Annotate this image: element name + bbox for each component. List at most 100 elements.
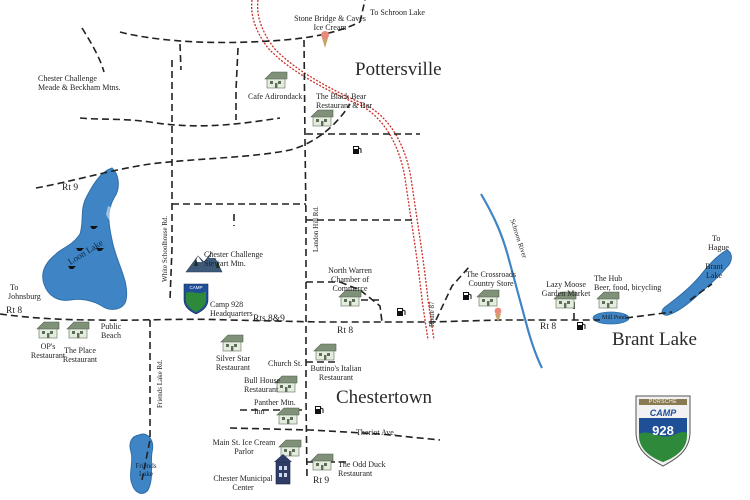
route-label-rt9-north: Rt 9 [62,183,79,193]
route-label-rt8-mid: Rt 8 [337,326,354,336]
place-silver-star: Silver Star Restaurant [210,354,256,372]
cafe-adirondack-house [264,71,288,89]
place-ops-line2: Restaurant [30,351,66,360]
place-municipal-center: Chester Municipal Center [212,474,274,492]
place-odd-duck-line1: The Odd Duck [338,460,386,469]
place-stewart-line1: Chester Challenge [204,250,263,259]
route-label-rt8-9: Rts 8&9 [253,314,285,324]
place-the-hub: The Hub Beer, food, bicycling [594,274,661,292]
camp928-logo [635,395,691,467]
black-bear-house [310,109,334,127]
camp928-hq-badge [183,283,209,315]
place-black-bear-line1: The Black Bear [316,92,367,101]
route-label-rt8-east: Rt 8 [540,322,557,332]
road-label-white-schoolhouse: White Schoolhouse Rd. [161,215,169,282]
the-place-house [66,321,90,339]
boat-icon [68,226,104,269]
logo-camp-text: CAMP [649,408,677,418]
place-stewart-mtn: Chester Challenge Stewart Mtn. [204,250,263,268]
place-ops: OP's Restaurant [28,342,68,360]
place-the-place: The Place Restaurant [60,346,100,364]
municipal-center-icon [274,454,292,485]
place-silver-star-line2: Restaurant [215,363,251,372]
place-black-bear: The Black Bear Restaurant & Bar [316,92,372,110]
logo-brand-text: PORSCHE [648,399,678,405]
the-hub-house [596,291,620,309]
place-north-warren-line3: Commerce [332,284,368,293]
place-stone-bridge-line2: Ice Cream [313,23,347,32]
place-bull-house-line1: Bull House [244,376,281,385]
place-meade-beckham: Chester Challenge Meade & Beckham Mtns. [38,74,121,92]
place-public-beach-line2: Beach [101,331,121,340]
place-crossroads: The Crossroads Country Store [462,270,520,288]
place-black-bear-line2: Restaurant & Bar [316,101,372,110]
road-label-theriot-ave: Theriot Ave. [356,428,396,437]
place-lazy-moose: Lazy Moose Garden Market [538,280,594,298]
place-panther-mtn: Panther Mtn. Inn [254,398,296,416]
gas-pump-icon-5 [314,405,324,415]
road-label-landon-hill: Landon Hill Rd. [312,206,320,252]
direction-label-johnsburg-2: Johnsburg [8,292,41,301]
place-bull-house: Bull House Restaurant [244,376,280,394]
lake-label-brant: Brant Lake [705,262,723,280]
place-buttinos: Buttino's Italian Restaurant [306,364,366,382]
place-lazy-moose-line2: Garden Market [541,289,591,298]
place-lazy-moose-line1: Lazy Moose [546,280,586,289]
place-hub-line1: The Hub [594,274,623,283]
crossroads-cone-icon [494,307,502,322]
place-meade-line2: Meade & Beckham Mtns. [38,83,121,92]
logo-number-text: 928 [652,423,674,438]
place-north-warren: North Warren Chamber of Commerce [320,266,380,293]
place-main-st-line1: Main St. Ice Cream [212,438,276,447]
direction-label-hague-2: Hague [708,243,729,252]
ops-house [36,321,60,339]
direction-label-schroon-lake: To Schroon Lake [370,8,425,17]
road-label-friends-lake-rd: Friends Lake Rd. [156,359,164,408]
route-label-rt8-west: Rt 8 [6,306,23,316]
place-main-st-line2: Parlor [234,447,254,456]
place-stewart-line2: Stewart Mtn. [204,259,246,268]
town-label-chestertown: Chestertown [336,387,433,408]
town-label-brant-lake: Brant Lake [612,329,697,350]
ice-cream-cone-icon [321,31,329,48]
place-cafe-adirondack: Cafe Adirondack [248,92,303,101]
route-label-rt9-south: Rt 9 [313,476,330,486]
place-public-beach-line1: Public [100,322,122,331]
place-municipal-line1: Chester Municipal [213,474,273,483]
place-ops-line1: OP's [40,342,56,351]
place-the-place-line2: Restaurant [62,355,98,364]
silver-star-house [220,334,244,352]
place-panther-line2: Inn [254,407,265,416]
place-stone-bridge-line1: Stone Bridge & Caves [294,14,366,23]
place-the-place-line1: The Place [64,346,96,355]
place-camp928-hq: Camp 928 Headquarters [210,300,253,318]
place-camp928-line1: Camp 928 [210,300,244,309]
place-panther-line1: Panther Mtn. [254,398,296,407]
town-label-pottersville: Pottersville [355,59,442,80]
gas-pump-icon-4 [576,321,586,331]
main-st-house [278,439,302,457]
place-odd-duck: The Odd Duck Restaurant [338,460,386,478]
place-main-st-ice-cream: Main St. Ice Cream Parlor [212,438,276,456]
place-north-warren-line1: North Warren [328,266,372,275]
roads [0,0,713,481]
place-bull-house-line2: Restaurant [244,385,279,394]
buttinos-house [313,343,337,361]
place-municipal-line2: Center [232,483,254,492]
place-camp928-line2: Headquarters [210,309,253,318]
direction-label-hague-1: To [712,234,721,243]
direction-label-johnsburg-1: To [10,283,19,292]
place-buttinos-line1: Buttino's Italian [310,364,362,373]
road-label-church-st: Church St. [268,359,303,368]
place-stone-bridge: Stone Bridge & Caves Ice Cream [280,14,380,32]
lake-label-friends: Friends Lake [135,462,157,478]
place-buttinos-line2: Restaurant [318,373,354,382]
friends-lake [129,433,154,494]
gas-pump-icon-3 [462,291,472,301]
odd-duck-house [310,453,334,471]
place-meade-line1: Chester Challenge [38,74,97,83]
place-crossroads-line2: Country Store [468,279,514,288]
hq-badge-camp-text: CAMP [189,285,203,290]
